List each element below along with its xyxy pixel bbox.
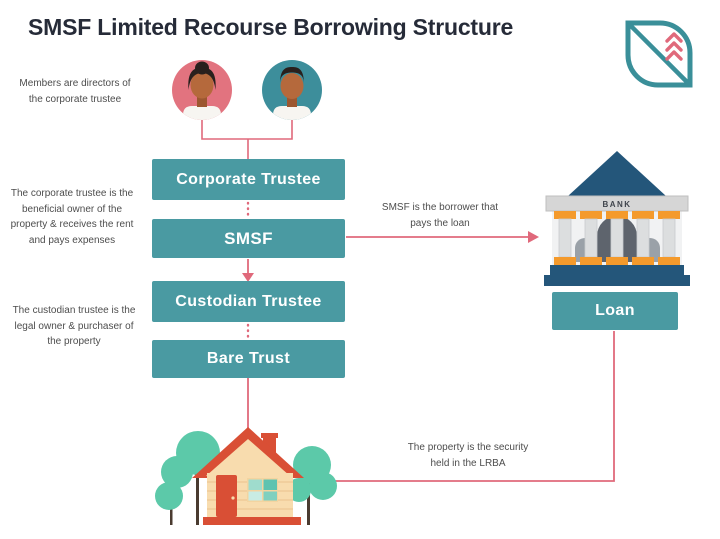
- flow-box-label: Bare Trust: [206, 350, 291, 367]
- house-icon: [155, 427, 337, 525]
- annotation-corporate-trustee: The corporate trustee is the beneficial …: [10, 188, 134, 246]
- arrowhead-right-icon: [528, 231, 539, 243]
- bank-columns: [554, 211, 680, 265]
- flow-box-label: SMSF: [224, 228, 273, 248]
- avatar-bracket-line: [201, 118, 293, 159]
- flow-box-label: Loan: [595, 302, 635, 319]
- flow-box-label: Corporate Trustee: [176, 170, 321, 188]
- flow-box-corporate-trustee: Corporate Trustee: [152, 159, 345, 200]
- flow-box-custodian-trustee: Custodian Trustee: [152, 281, 345, 322]
- annotation-members: Members are directors of the corporate t…: [19, 78, 131, 105]
- annotation-borrower: SMSF is the borrower that pays the loan: [381, 202, 499, 229]
- flow-box-smsf: SMSF: [152, 219, 345, 258]
- flow-box-label: Custodian Trustee: [175, 292, 322, 310]
- flow-box-bare-trust: Bare Trust: [152, 340, 345, 378]
- flow-box-loan: Loan: [552, 292, 678, 330]
- window: [247, 478, 278, 502]
- bank-icon: BANK: [544, 151, 690, 286]
- page-title: SMSF Limited Recourse Borrowing Structur…: [28, 14, 514, 40]
- leaf-logo-icon: [625, 20, 693, 88]
- arrowhead-down-icon: [242, 273, 254, 282]
- line-loan-property: [322, 331, 615, 482]
- female-member-avatar: [172, 60, 232, 120]
- tree-icons: [155, 431, 337, 525]
- male-member-avatar: [262, 60, 322, 120]
- annotation-property-security: The property is the security held in the…: [407, 442, 529, 469]
- bank-sign: BANK: [602, 200, 631, 209]
- annotation-custodian-trustee: The custodian trustee is the legal owner…: [12, 305, 136, 347]
